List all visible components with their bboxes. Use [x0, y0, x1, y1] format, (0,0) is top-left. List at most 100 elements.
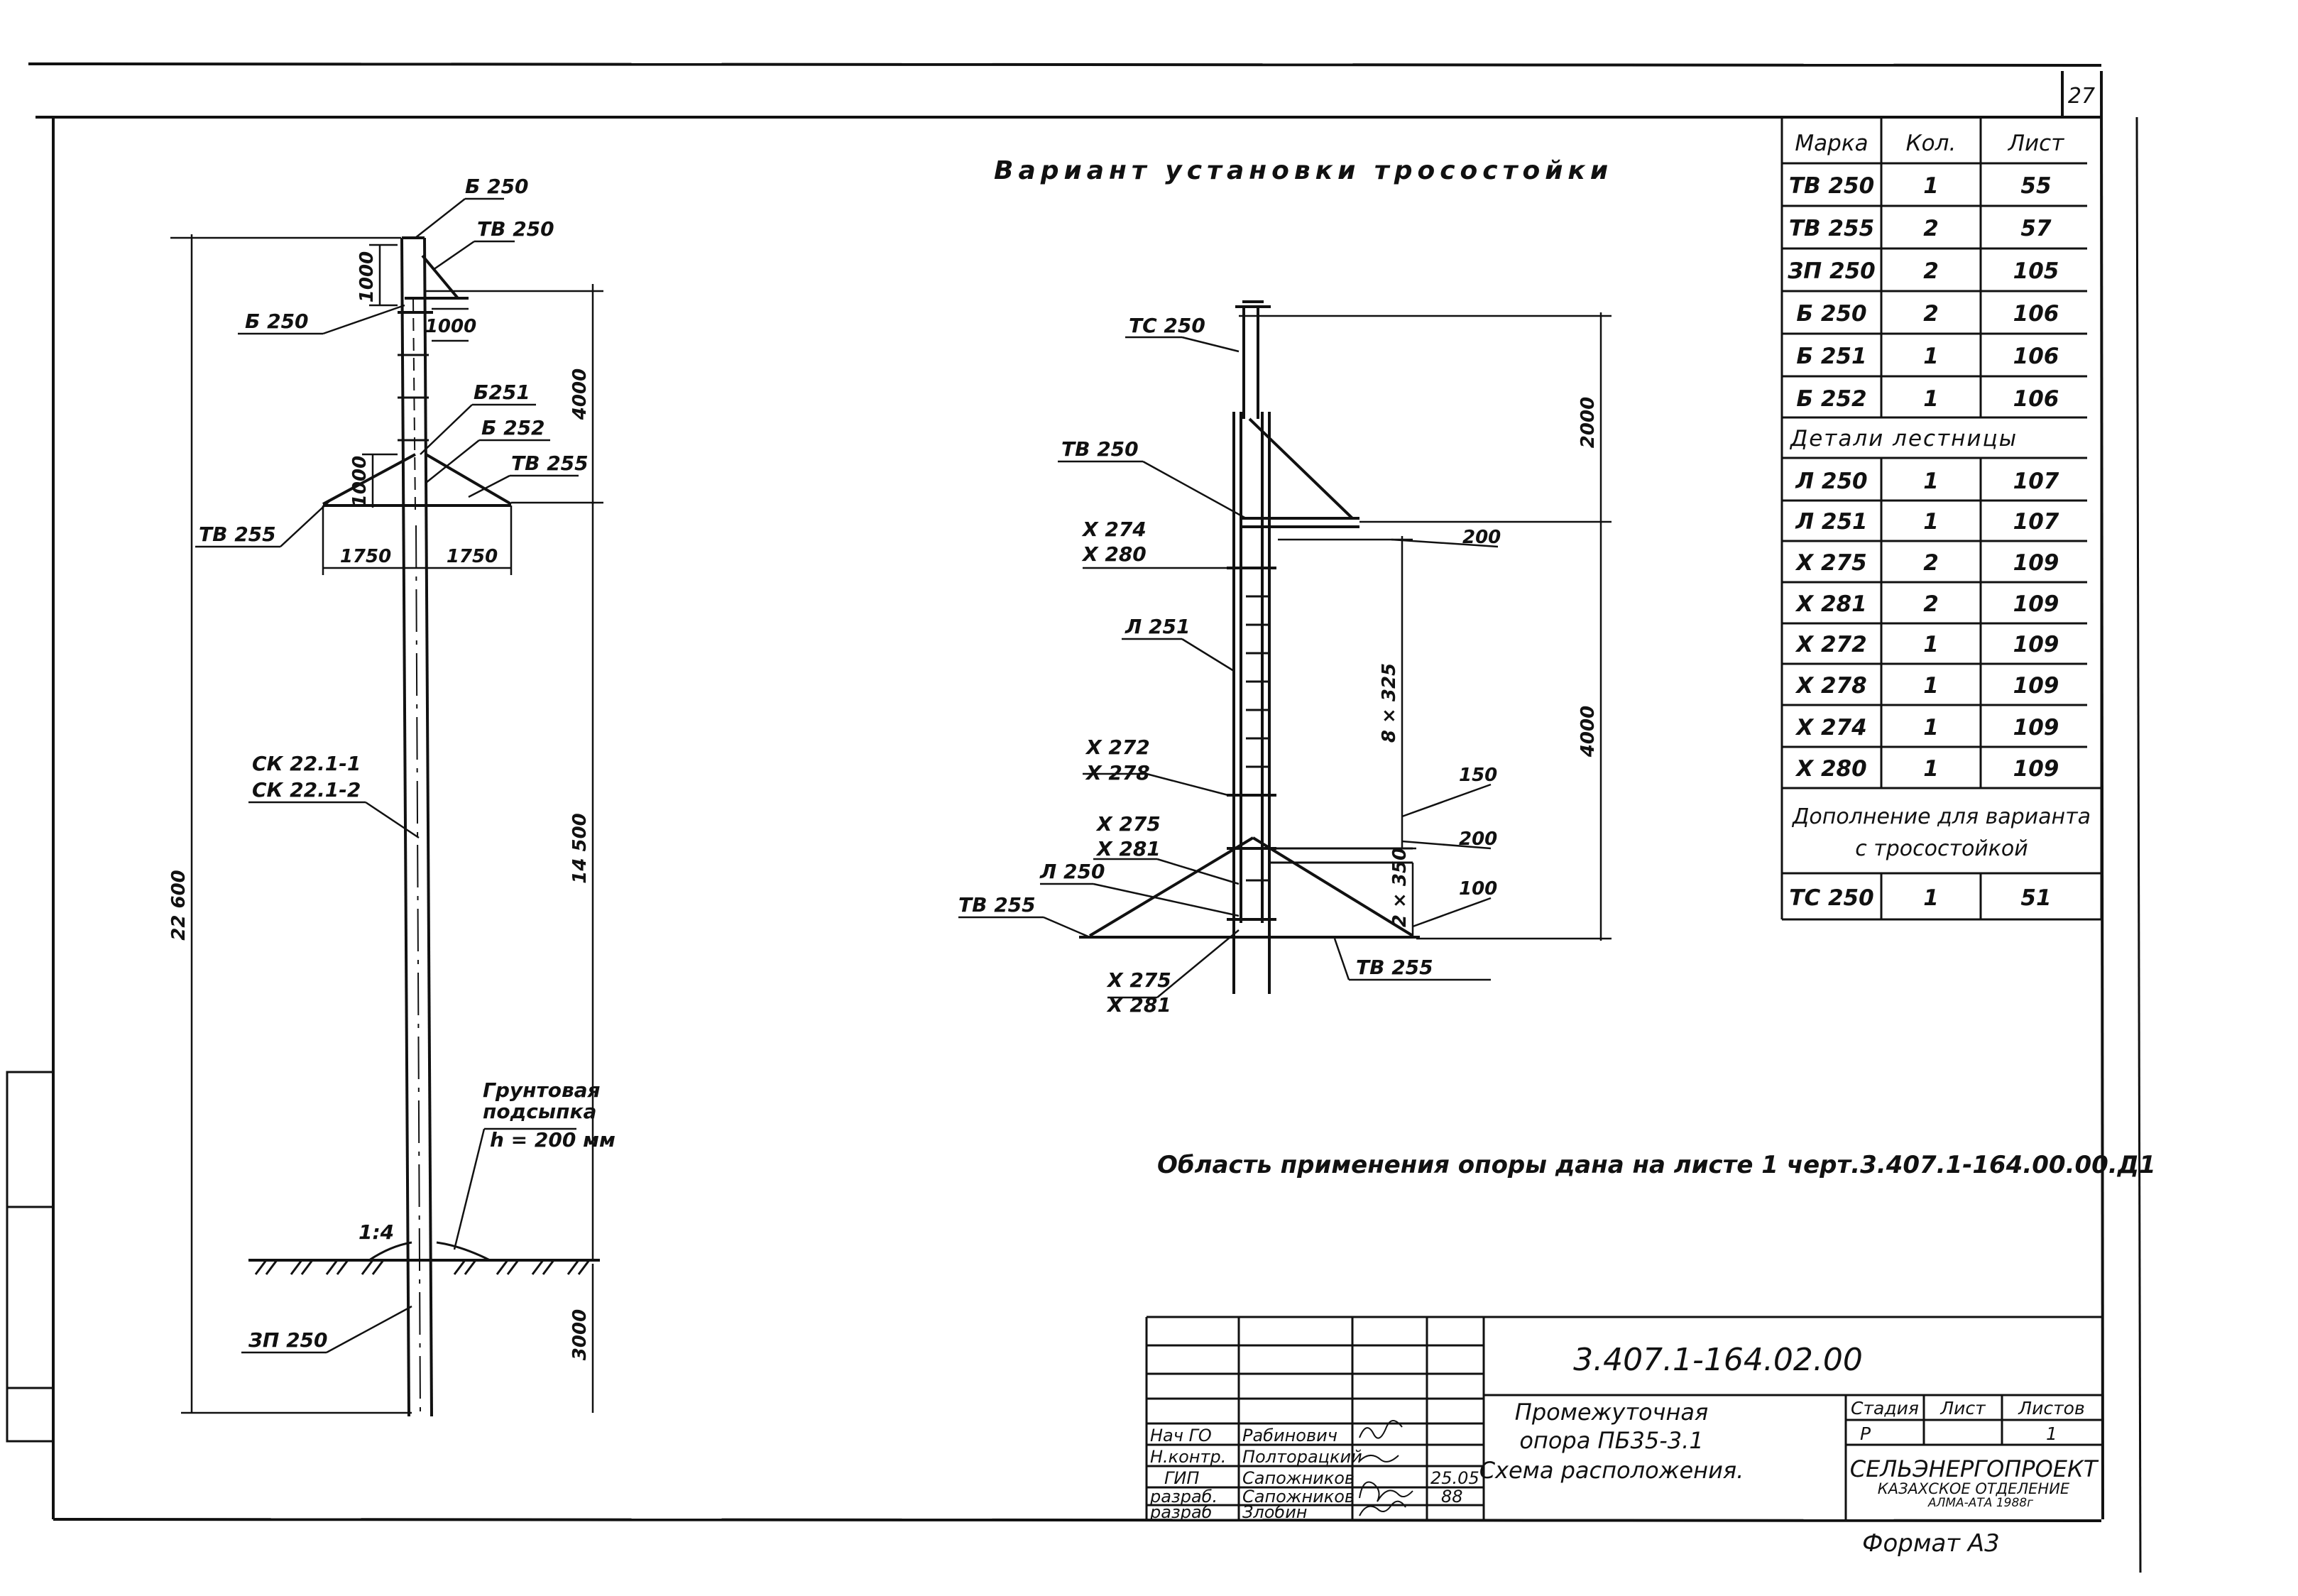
cell-mark: Б 251	[1796, 344, 1866, 369]
cell-qty: 2	[1923, 301, 1939, 327]
variant-elevation: ТС 250 ТВ 250 Х 274 Х 280 Л 251 Х 272 Х …	[958, 300, 1612, 1017]
label-b250-left: Б 250	[245, 310, 309, 333]
section-addition-2: с тросостойкой	[1855, 836, 2028, 861]
application-note: Область применения опоры дана на листе 1…	[1157, 1151, 2156, 1179]
cell-qty: 1	[1923, 509, 1939, 535]
label-tv255-left: ТВ 255	[958, 893, 1036, 917]
document-code: 3.407.1-164.02.00	[1573, 1342, 1863, 1378]
variant-labels: ТС 250 ТВ 250 Х 274 Х 280 Л 251 Х 272 Х …	[958, 314, 1433, 1017]
cell-sheet: 109	[2013, 550, 2059, 576]
dim-150: 150	[1459, 765, 1497, 786]
cell-qty: 1	[1923, 632, 1939, 657]
title-name-2: опора ПБ35-3.1	[1519, 1427, 1703, 1454]
label-sk-2: СК 22.1-2	[252, 778, 361, 802]
label-x275-bottom: Х 275	[1106, 968, 1171, 992]
cell-qty: 1	[1923, 386, 1939, 412]
label-x274: Х 274	[1081, 518, 1147, 541]
cell-mark: ТВ 255	[1789, 216, 1874, 241]
label-l250: Л 250	[1039, 860, 1105, 883]
cell-sheet: 106	[2013, 301, 2059, 327]
dim-200-a: 200	[1462, 527, 1501, 548]
cell-mark: Х 281	[1795, 591, 1866, 617]
cell-qty: 1	[1923, 469, 1939, 494]
role-cell: Н.контр.	[1150, 1447, 1226, 1467]
dim-1000-c: 1000	[349, 456, 371, 507]
pole-dimensions: 1000 1000 1000 4000 1750 1750 22 600 14 …	[168, 251, 591, 1360]
label-x281-bottom: Х 281	[1106, 993, 1171, 1017]
org-branch: КАЗАХСКОЕ ОТДЕЛЕНИЕ	[1878, 1480, 2070, 1497]
dim-1000-a: 1000	[356, 251, 378, 302]
label-b250-top: Б 250	[465, 175, 529, 198]
section-addition-1: Дополнение для варианта	[1791, 804, 2091, 829]
dim-100: 100	[1459, 878, 1497, 900]
cell-qty: 2	[1923, 258, 1939, 284]
cell-sheet: 109	[2013, 632, 2059, 657]
cell-mark: ТС 250	[1789, 885, 1873, 911]
label-x275: Х 275	[1095, 812, 1161, 836]
cell-mark: Л 250	[1795, 469, 1867, 494]
cell-mark: Б 250	[1796, 301, 1866, 327]
stage-header: Стадия	[1851, 1398, 1919, 1419]
title-block: 3.407.1-164.02.00 Нач ГО Н.контр. ГИП ра…	[1145, 1316, 2101, 1522]
cell-qty: 1	[1923, 715, 1939, 740]
label-x272: Х 272	[1085, 736, 1150, 759]
role-cell: разраб.	[1149, 1487, 1218, 1507]
cell-sheet: 109	[2013, 673, 2059, 699]
org-city: АЛМА-АТА 1988г	[1927, 1496, 2033, 1510]
cell-qty: 1	[1923, 673, 1939, 699]
title-name-1: Промежуточная	[1515, 1399, 1708, 1426]
dim-2000: 2000	[1577, 397, 1599, 448]
label-b251: Б251	[474, 381, 530, 404]
title-name-3: Схема расположения.	[1479, 1457, 1744, 1484]
label-soil-1: Грунтовая	[483, 1078, 601, 1102]
section-ladder: Детали лестницы	[1789, 426, 2018, 452]
label-x281: Х 281	[1095, 837, 1161, 860]
label-sk-1: СК 22.1-1	[252, 752, 361, 775]
stage-header: Листов	[2018, 1398, 2084, 1419]
name-cell: Полторацкий	[1242, 1447, 1362, 1467]
pole-elevation: Б 250 ТВ 250 Б 250 Б251 Б 252 ТВ 255 ТВ …	[168, 175, 615, 1417]
name-cell: Сапожников	[1242, 1487, 1355, 1507]
name-cell: Сапожников	[1242, 1468, 1355, 1488]
sheet-format: Формат А3	[1862, 1529, 2000, 1558]
cell-mark: ТВ 250	[1789, 173, 1874, 199]
cell-mark: Б 252	[1796, 386, 1866, 412]
cell-sheet: 51	[2020, 885, 2051, 911]
dim-1750-right: 1750	[447, 546, 498, 567]
spec-table: Марка Кол. Лист ТВ 250 1 55 ТВ 255 2 57 …	[1780, 117, 2103, 921]
variant-title: Вариант установки тросостойки	[994, 156, 1613, 185]
cell-qty: 2	[1923, 550, 1939, 576]
role-cell: Нач ГО	[1150, 1426, 1212, 1445]
variant-dimensions: 2000 4000 8 × 325 2 × 350 200 150 200 10…	[1379, 397, 1599, 927]
cell-sheet: 106	[2013, 344, 2059, 369]
header-qty: Кол.	[1906, 131, 1957, 156]
dim-4000: 4000	[569, 368, 591, 420]
cell-mark: Л 251	[1795, 509, 1867, 535]
cell-sheet: 109	[2013, 591, 2059, 617]
label-tv255-right: ТВ 255	[511, 452, 589, 475]
label-soil-2: подсыпка	[483, 1100, 596, 1123]
label-tv250-top: ТВ 250	[477, 217, 554, 241]
label-zp250: ЗП 250	[248, 1328, 328, 1352]
cell-mark: Х 280	[1795, 756, 1866, 782]
label-tv255-left: ТВ 255	[199, 523, 276, 546]
dim-22600: 22 600	[168, 870, 190, 941]
label-x280: Х 280	[1081, 542, 1147, 566]
cell-mark: Х 278	[1795, 673, 1866, 699]
label-soil-h: h = 200 мм	[490, 1128, 615, 1152]
dim-2x350: 2 × 350	[1389, 848, 1411, 927]
name-cell: Злобин	[1242, 1502, 1308, 1522]
header-mark: Марка	[1795, 131, 1868, 156]
cell-sheet: 107	[2013, 509, 2059, 535]
stage-header: Лист	[1939, 1398, 1986, 1419]
cell-mark: Х 275	[1795, 550, 1866, 576]
label-tv255-right: ТВ 255	[1356, 956, 1433, 979]
role-cell: разраб	[1149, 1502, 1213, 1522]
pole-labels: Б 250 ТВ 250 Б 250 Б251 Б 252 ТВ 255 ТВ …	[199, 175, 615, 1352]
cell-sheet: 57	[2020, 216, 2052, 241]
org-name: СЕЛЬЭНЕРГОПРОЕКТ	[1850, 1455, 2099, 1482]
dim-1000-b: 1000	[425, 316, 476, 337]
role-cell: ГИП	[1164, 1468, 1199, 1488]
page-number: 27	[2068, 84, 2095, 109]
